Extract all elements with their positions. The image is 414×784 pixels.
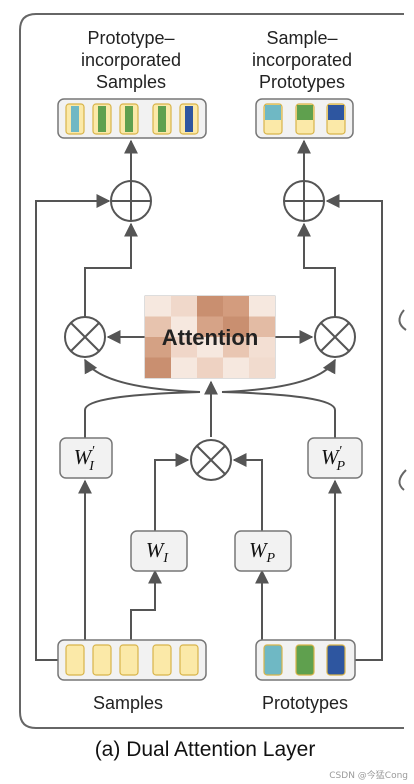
prototype-incorporated-samples xyxy=(57,98,207,139)
right-output-title: Sample– incorporated Prototypes xyxy=(252,28,352,92)
connectors xyxy=(35,139,383,661)
w-i-box: WI xyxy=(130,530,188,572)
prototype-token-3 xyxy=(326,644,346,676)
left-title-line-1: Prototype– xyxy=(87,28,174,48)
left-title-line-3: Samples xyxy=(96,72,166,92)
watermark: CSDN @今猛Cong xyxy=(329,769,408,781)
attention-label: Attention xyxy=(162,325,259,350)
sample-token-2 xyxy=(92,644,112,676)
right-title-line-3: Prototypes xyxy=(259,72,345,92)
w-i-prime-mark: ′ xyxy=(91,444,95,459)
prototype-token-2 xyxy=(295,644,315,676)
panel-notch-top xyxy=(398,309,407,331)
attention-matrix: Attention xyxy=(144,295,276,379)
w-p-prime-symbol: W xyxy=(321,445,341,469)
output-prototype-token-3 xyxy=(326,103,346,135)
w-p-prime-subscript: P xyxy=(336,459,346,474)
sample-token-4 xyxy=(152,644,172,676)
right-title-line-1: Sample– xyxy=(266,28,337,48)
arrow-wp-prime-to-right-times xyxy=(221,358,336,438)
w-i-prime-subscript: I xyxy=(88,459,95,474)
w-p-symbol: W xyxy=(249,538,269,562)
sample-token-1 xyxy=(65,644,85,676)
arrow-samples-to-wi xyxy=(130,569,162,640)
arrow-right-times-to-plus xyxy=(297,222,336,318)
left-title-line-2: incorporated xyxy=(81,50,181,70)
output-sample-token-1 xyxy=(65,103,85,135)
arrow-samples-skip-to-left-plus xyxy=(35,194,111,661)
right-plus-node xyxy=(283,180,325,222)
figure-caption: (a) Dual Attention Layer xyxy=(95,738,316,761)
right-times-node xyxy=(314,316,356,358)
left-plus-node xyxy=(110,180,152,222)
w-i-subscript: I xyxy=(162,551,169,566)
w-i-prime-symbol: W xyxy=(74,445,94,469)
prototypes-input xyxy=(255,639,356,681)
output-prototype-token-1 xyxy=(263,103,283,135)
left-output-title: Prototype– incorporated Samples xyxy=(81,28,181,92)
svg-text:W′I: W′I xyxy=(74,444,96,474)
w-i-prime-box: W′I xyxy=(59,437,113,479)
sample-token-3 xyxy=(119,644,139,676)
samples-label: Samples xyxy=(93,693,163,713)
center-times-node xyxy=(190,439,232,481)
output-prototype-token-2 xyxy=(295,103,315,135)
arrow-wi-prime-to-left-times xyxy=(84,358,201,438)
arrow-prototypes-skip-to-right-plus xyxy=(325,194,383,661)
output-sample-token-2 xyxy=(92,103,112,135)
svg-text:W′P: W′P xyxy=(321,444,346,474)
output-sample-token-3 xyxy=(119,103,139,135)
output-sample-token-4 xyxy=(152,103,172,135)
arrow-wi-to-center-times xyxy=(154,453,190,538)
samples-input xyxy=(57,639,207,681)
prototype-token-1 xyxy=(263,644,283,676)
panel-frame xyxy=(19,13,404,729)
w-p-prime-box: W′P xyxy=(307,437,363,479)
right-title-line-2: incorporated xyxy=(252,50,352,70)
svg-text:WI: WI xyxy=(146,538,170,566)
w-p-subscript: P xyxy=(265,551,275,566)
sample-token-5 xyxy=(179,644,199,676)
w-p-box: WP xyxy=(234,530,292,572)
output-sample-token-5 xyxy=(179,103,199,135)
sample-incorporated-prototypes xyxy=(255,98,354,139)
left-times-node xyxy=(64,316,106,358)
w-p-prime-mark: ′ xyxy=(338,444,342,459)
prototypes-label: Prototypes xyxy=(262,693,348,713)
svg-text:WP: WP xyxy=(249,538,276,566)
arrow-wp-to-center-times xyxy=(232,453,263,538)
w-i-symbol: W xyxy=(146,538,166,562)
arrow-left-times-to-plus xyxy=(84,222,138,318)
panel-notch-bottom xyxy=(398,469,407,491)
